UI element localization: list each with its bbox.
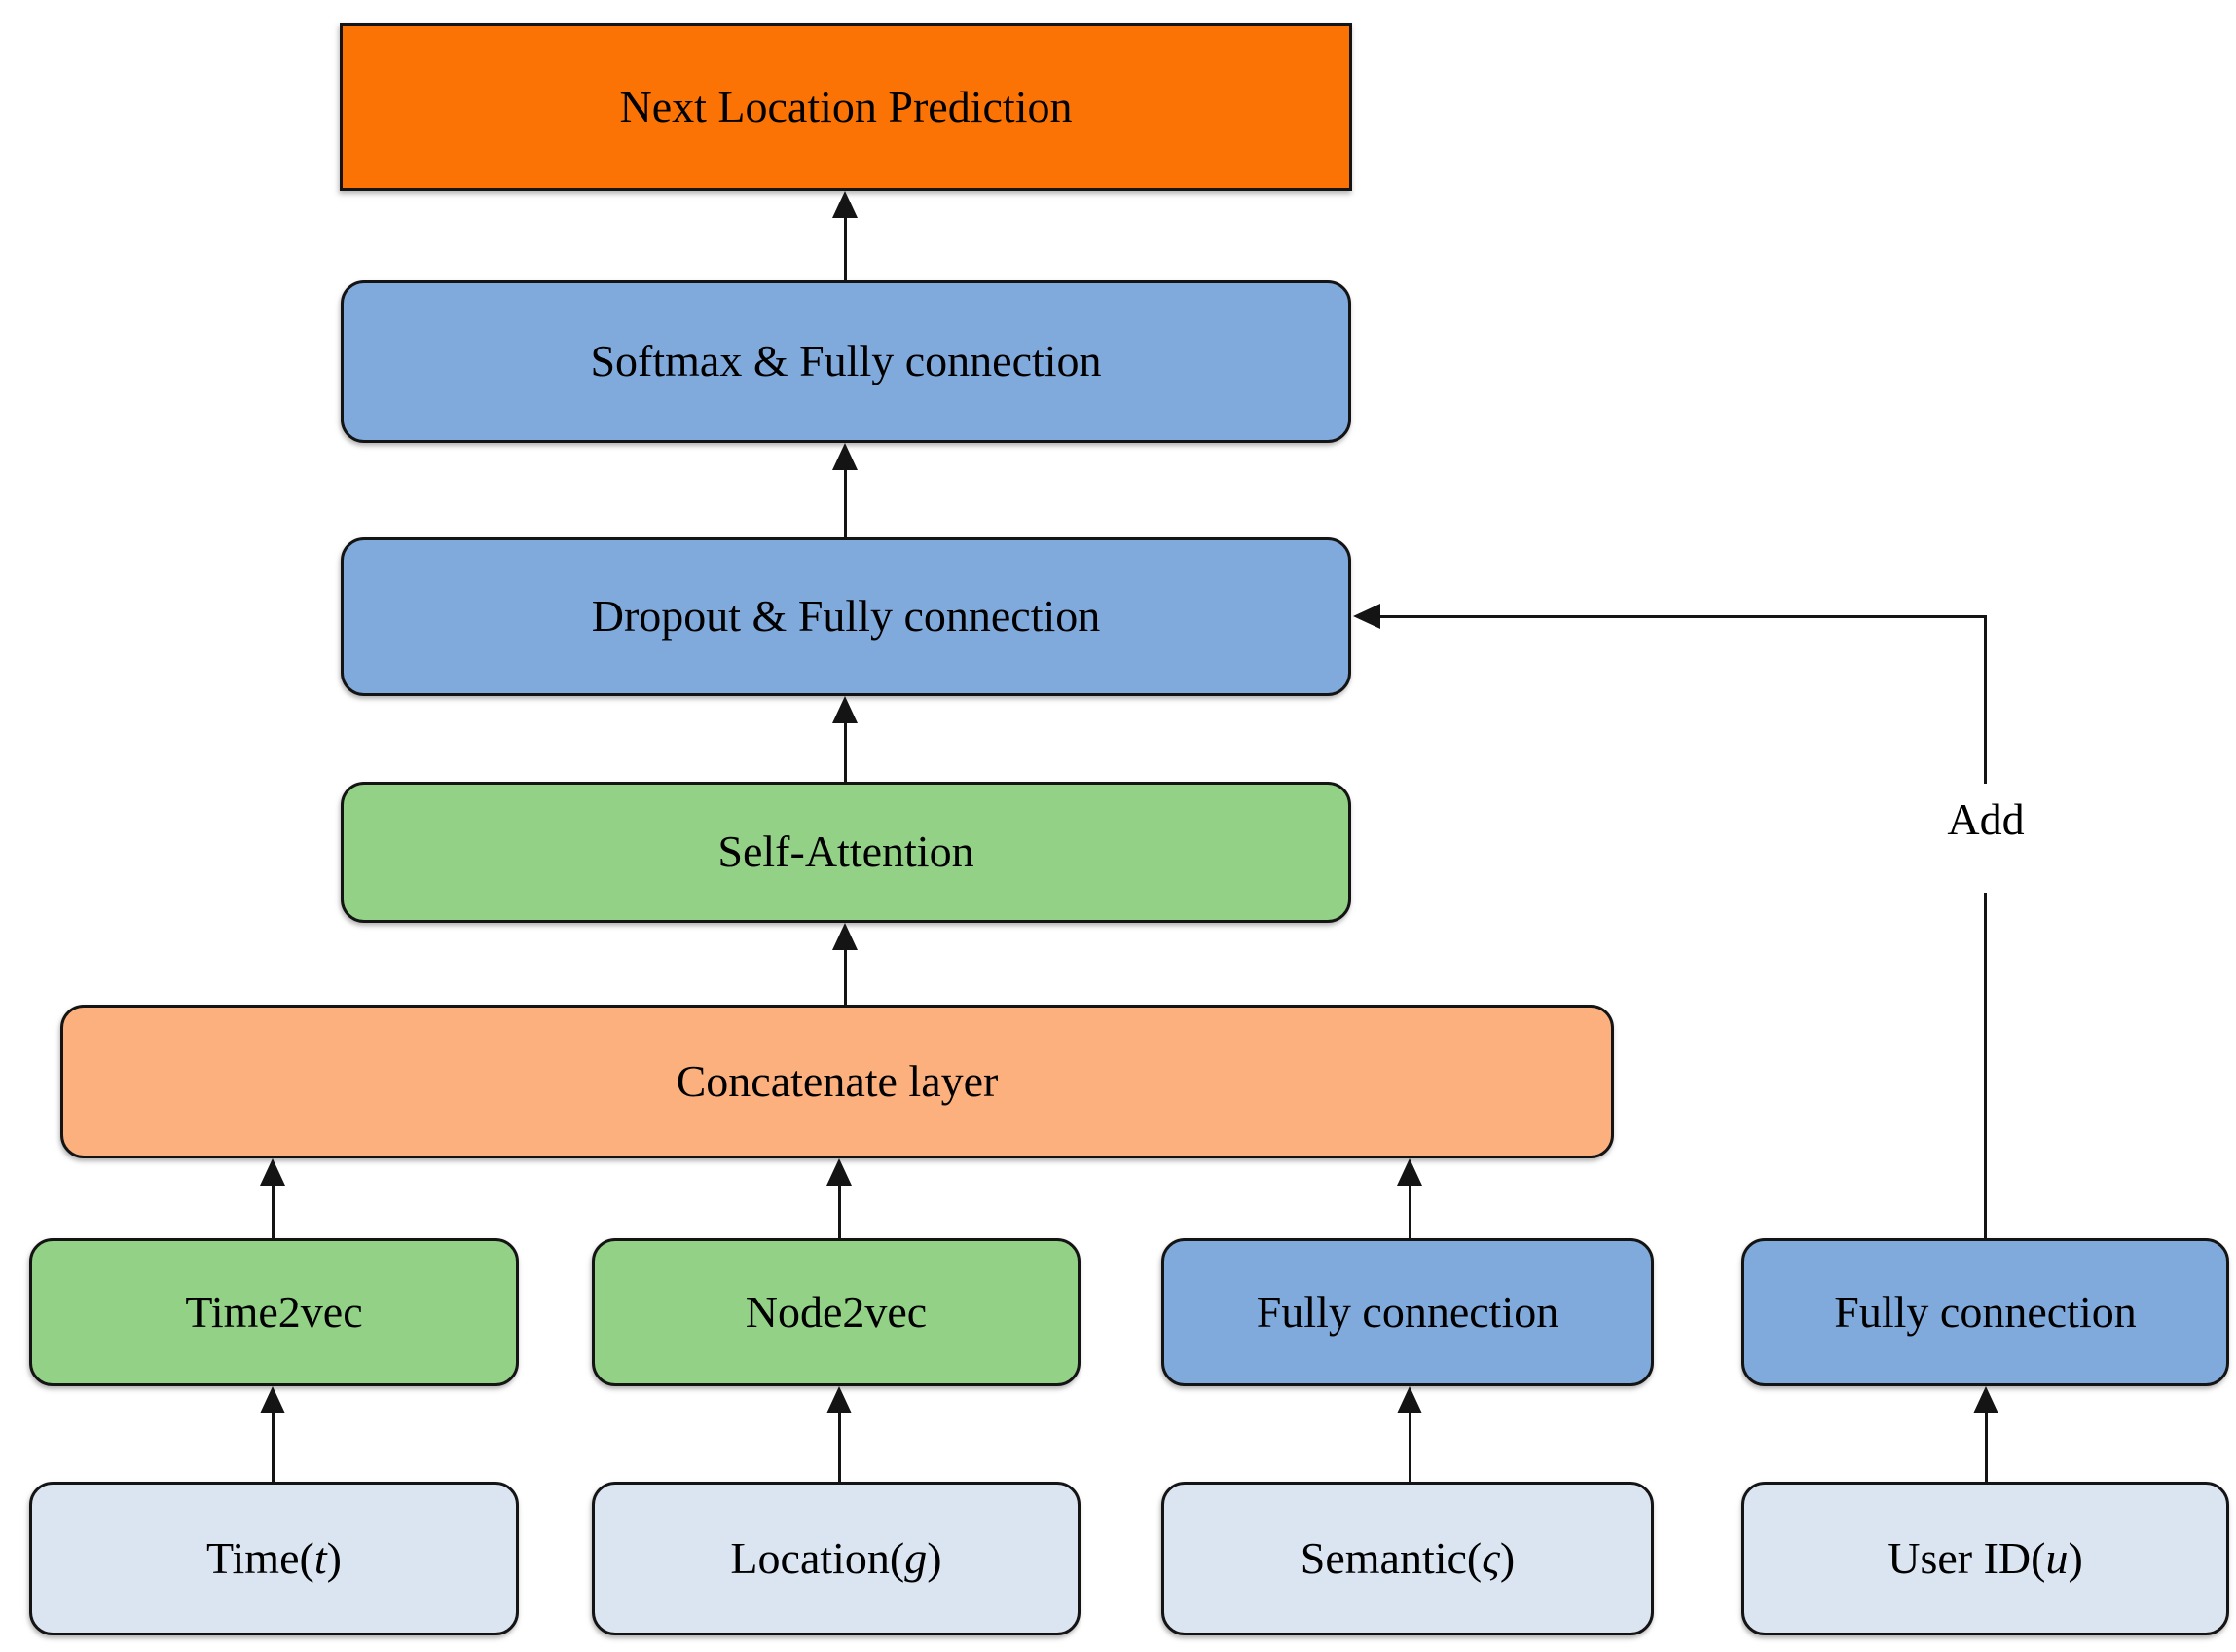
arrowhead-up-icon (832, 696, 858, 723)
arrow-selfattention-to-dropout (832, 696, 858, 782)
arrowhead-up-icon (1397, 1158, 1422, 1186)
arrow-fullyconnection-to-concatenate (1397, 1158, 1422, 1238)
add-path-vertical-upper (1984, 616, 1987, 784)
arrow-softmax-to-next-location (832, 191, 858, 280)
arrow-semantic-to-fullyconnection (1397, 1386, 1422, 1482)
node-input-user-id: User ID(u) (1741, 1482, 2229, 1635)
node-fully-connection-semantic: Fully connection (1161, 1238, 1654, 1386)
node-label: Fully connection (1256, 1286, 1559, 1337)
node-label: Time(t) (206, 1532, 342, 1583)
node-label: Time2vec (185, 1286, 363, 1337)
node-label: Node2vec (745, 1286, 928, 1337)
arrow-concatenate-to-selfattention (832, 923, 858, 1005)
node-input-semantic: Semantic(ς) (1161, 1482, 1654, 1635)
node-label: Fully connection (1834, 1286, 2137, 1337)
arrowhead-up-icon (832, 443, 858, 470)
node-label: Self-Attention (717, 826, 974, 877)
arrow-node2vec-to-concatenate (826, 1158, 852, 1238)
node-label: Location(g) (730, 1532, 942, 1583)
arrow-dropout-to-softmax (832, 443, 858, 537)
node-time2vec: Time2vec (29, 1238, 519, 1386)
arrowhead-up-icon (1973, 1386, 1998, 1413)
node-label: Softmax & Fully connection (590, 336, 1102, 386)
arrowhead-up-icon (826, 1158, 852, 1186)
arrow-time2vec-to-concatenate (260, 1158, 285, 1238)
arrow-location-to-node2vec (826, 1386, 852, 1482)
arrow-time-to-time2vec (260, 1386, 285, 1482)
arrowhead-up-icon (260, 1386, 285, 1413)
add-path-vertical-lower (1984, 893, 1987, 1238)
arrowhead-up-icon (832, 923, 858, 950)
arrow-add-to-dropout (1353, 604, 1987, 629)
arrowhead-up-icon (832, 191, 858, 218)
arrowhead-up-icon (260, 1158, 285, 1186)
arrowhead-up-icon (1397, 1386, 1422, 1413)
node-label: Next Location Prediction (619, 81, 1073, 131)
node-dropout-fully-connection: Dropout & Fully connection (341, 537, 1351, 696)
node-label: Semantic(ς) (1300, 1532, 1516, 1583)
node-node2vec: Node2vec (592, 1238, 1081, 1386)
arrowhead-left-icon (1353, 604, 1380, 629)
node-concatenate-layer: Concatenate layer (60, 1005, 1614, 1158)
node-input-time: Time(t) (29, 1482, 519, 1635)
node-softmax-fully-connection: Softmax & Fully connection (341, 280, 1351, 443)
add-connection-label: Add (1888, 793, 2083, 845)
arrow-userid-to-fullyconnection (1973, 1386, 1998, 1482)
node-next-location-prediction: Next Location Prediction (340, 23, 1352, 191)
node-input-location: Location(g) (592, 1482, 1081, 1635)
arrowhead-up-icon (826, 1386, 852, 1413)
node-label: User ID(u) (1888, 1532, 2083, 1583)
node-self-attention: Self-Attention (341, 782, 1351, 923)
node-label: Concatenate layer (676, 1055, 999, 1106)
node-label: Dropout & Fully connection (591, 591, 1101, 642)
node-fully-connection-user: Fully connection (1741, 1238, 2229, 1386)
